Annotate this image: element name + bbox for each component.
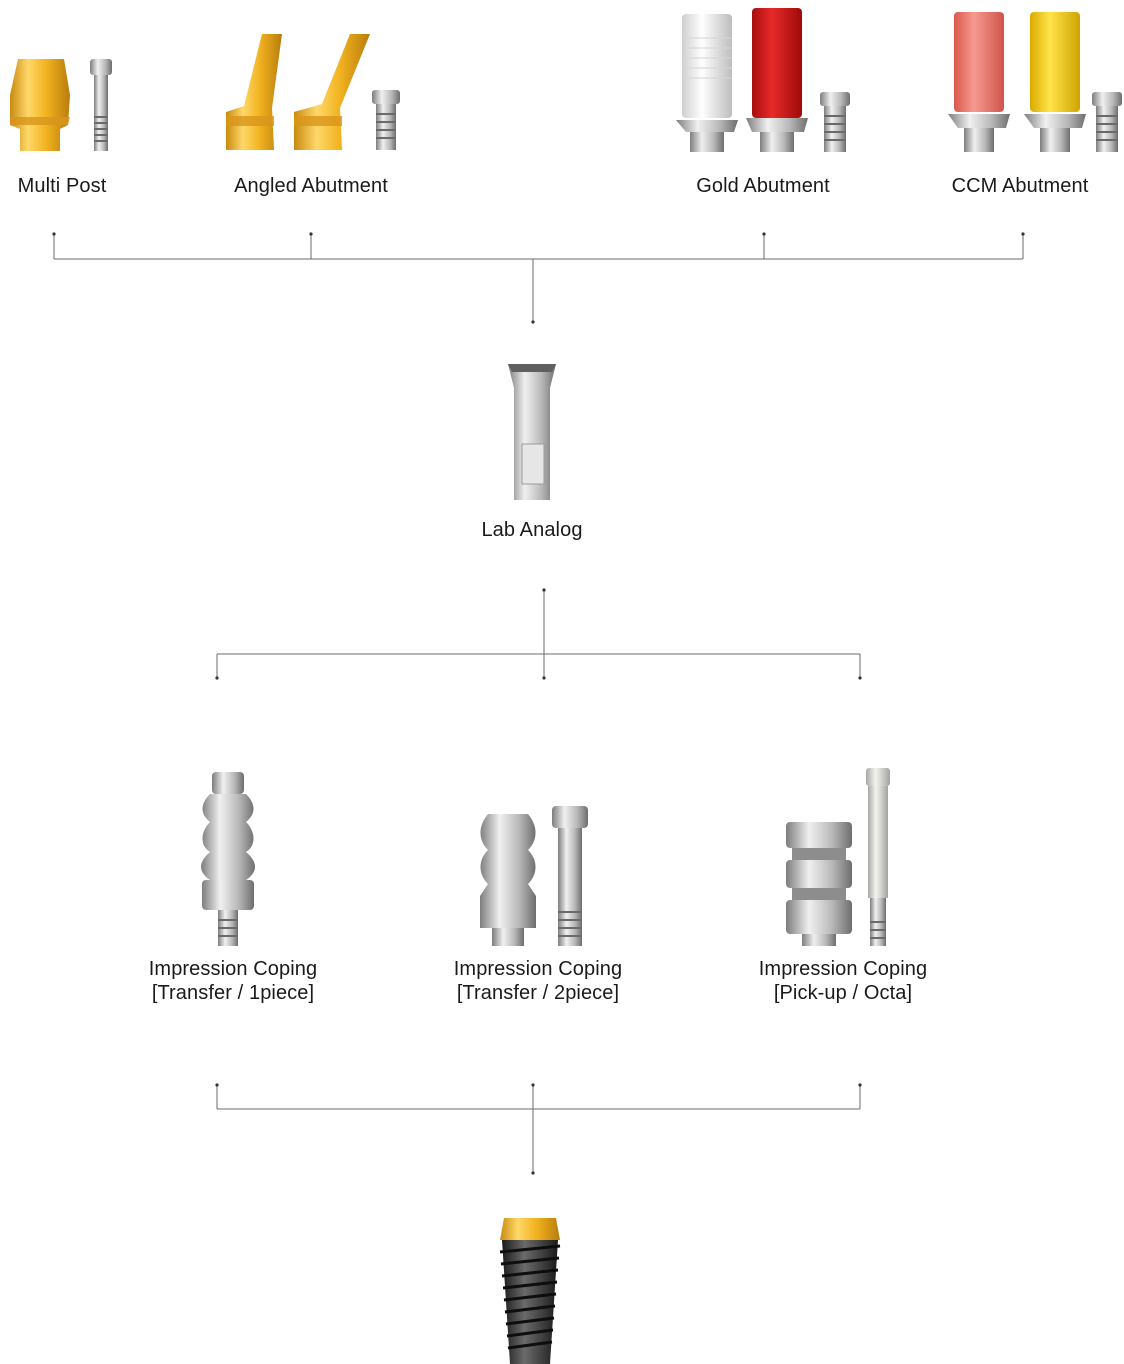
lab-analog-icon — [508, 364, 556, 500]
label-ccm-abutment: CCM Abutment — [951, 175, 1089, 197]
label-line1: Impression Coping — [148, 958, 318, 980]
label-line2: [Pick-up / Octa] — [773, 982, 913, 1004]
connector-dot — [215, 676, 219, 680]
angled-abutment-icon — [226, 34, 400, 150]
connector-dot — [215, 1083, 219, 1087]
connector-dot — [858, 676, 862, 680]
label-gold-abutment: Gold Abutment — [696, 175, 830, 197]
ccm-abutment-icon — [948, 12, 1122, 152]
label-impression-coping-transfer-2piece: Impression Coping [Transfer / 2piece] — [454, 957, 622, 1005]
label-lab-analog: Lab Analog — [481, 519, 583, 541]
impression-coping-transfer-2piece-icon — [480, 806, 588, 946]
label-angled-abutment: Angled Abutment — [234, 175, 388, 197]
multi-post-abutment-icon — [10, 59, 112, 151]
connector-dot — [531, 1083, 535, 1087]
gold-abutment-icon — [676, 8, 850, 152]
connector-dot — [531, 320, 535, 324]
label-line2: [Transfer / 2piece] — [456, 982, 620, 1004]
connector-dot — [52, 232, 56, 236]
label-multi-post: Multi Post — [17, 175, 107, 197]
connector-dot — [531, 1171, 535, 1175]
connector-dot — [858, 1083, 862, 1087]
connector-dot — [762, 232, 766, 236]
impression-coping-pickup-octa-icon — [786, 768, 890, 946]
label-impression-coping-pickup-octa: Impression Coping [Pick-up / Octa] — [759, 957, 927, 1005]
label-line1: Impression Coping — [453, 958, 623, 980]
connector-dot — [1021, 232, 1025, 236]
label-line1: Impression Coping — [758, 958, 928, 980]
connector-dot — [309, 232, 313, 236]
label-impression-coping-transfer-1piece: Impression Coping [Transfer / 1piece] — [149, 957, 317, 1005]
implant-fixture-icon — [499, 1218, 561, 1364]
impression-coping-transfer-1piece-icon — [201, 772, 255, 946]
connector-dot — [542, 676, 546, 680]
connector-dot — [542, 588, 546, 592]
label-line2: [Transfer / 1piece] — [151, 982, 315, 1004]
